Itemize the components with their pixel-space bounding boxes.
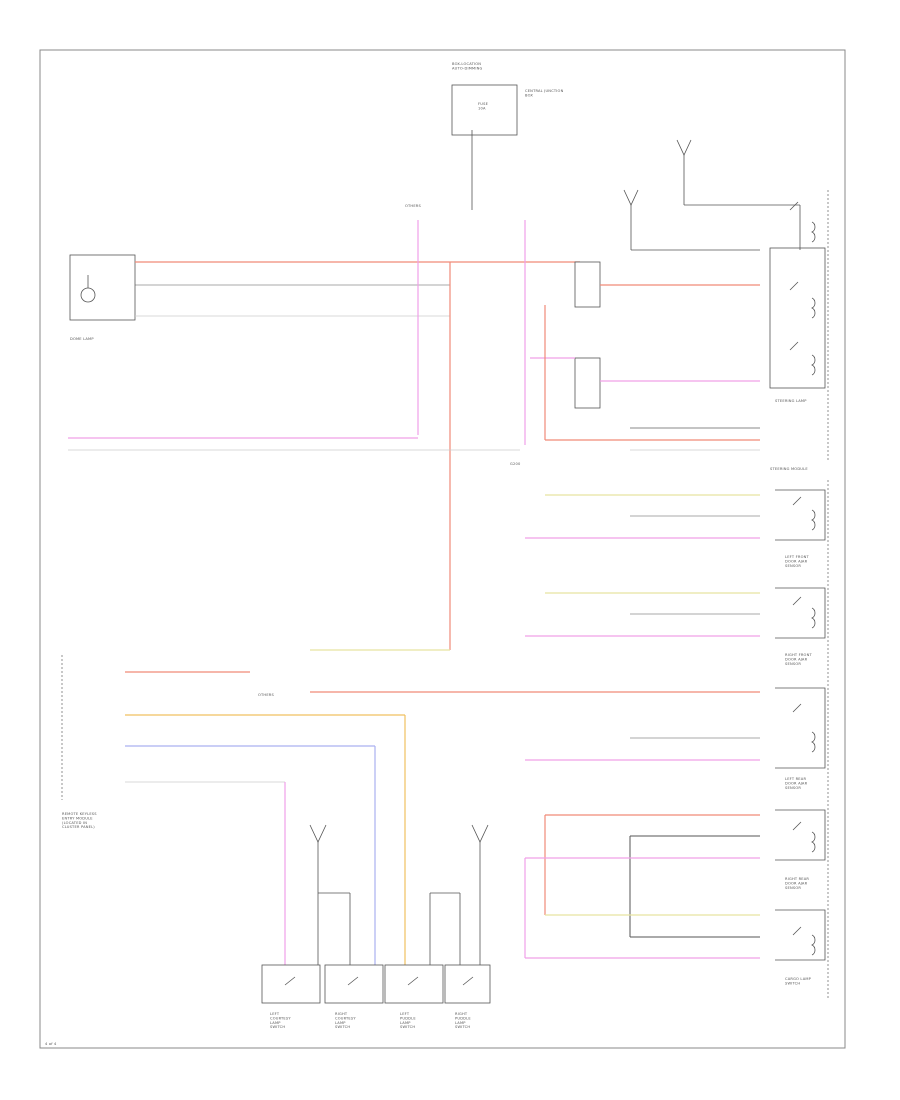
dome-lamp-label: DOME LAMP: [70, 337, 94, 341]
ground-label: G200: [510, 462, 521, 466]
left-front-door-sensor: [525, 489, 826, 541]
power-arrow-icon: [309, 824, 489, 965]
other-label-2: OTHERS: [258, 693, 274, 697]
diagram-frame: [39, 49, 846, 1049]
right-rear-door-sensor: [524, 809, 826, 961]
right-front-door-sensor: [525, 587, 826, 639]
steering-module-label: STEERING MODULE: [770, 467, 808, 471]
bottom-switches: [261, 964, 491, 1004]
dome-lamp-icon: [69, 254, 136, 321]
steering-lamp-block-2: [574, 357, 601, 409]
page-number: 4 of 4: [45, 1042, 57, 1046]
fuse-box: [451, 84, 518, 136]
left-rear-door-sensor: [450, 687, 826, 769]
steering-switch-icon: [769, 201, 826, 389]
steering-lamp-label: STEERING LAMP: [775, 399, 807, 403]
power-arrow-icon: [623, 139, 800, 251]
other-label: OTHERS: [405, 204, 421, 208]
steering-lamp-block: [574, 261, 601, 308]
